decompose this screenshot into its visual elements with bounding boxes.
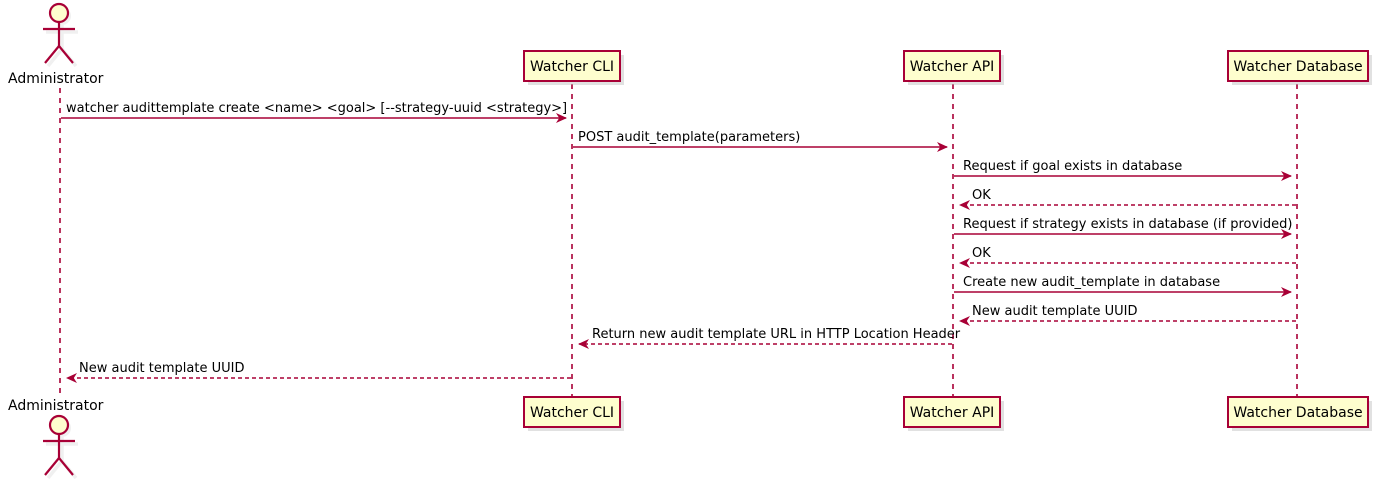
message-label: New audit template UUID — [79, 361, 244, 376]
message-label: OK — [972, 188, 991, 203]
participant-box-watcher-cli-bottom[interactable]: Watcher CLI — [523, 396, 624, 431]
message-label: Create new audit_template in database — [963, 275, 1220, 290]
participant-label-watcher-database-top: Watcher Database — [1233, 59, 1362, 75]
participant-box-rect — [1227, 50, 1369, 82]
participant-box-rect — [523, 396, 621, 428]
message-1[interactable]: watcher audittemplate create <name> <goa… — [61, 101, 567, 123]
actor-leg-right — [58, 45, 74, 64]
actor-leg-right — [58, 457, 74, 476]
participant-box-rect — [1227, 396, 1369, 428]
message-label: Request if strategy exists in database (… — [963, 217, 1292, 232]
actor-administrator-bottom[interactable]: Administrator — [8, 398, 104, 480]
participant-box-rect — [523, 50, 621, 82]
participant-box-watcher-api-top[interactable]: Watcher API — [903, 50, 1004, 85]
message-label: Return new audit template URL in HTTP Lo… — [592, 327, 961, 342]
message-label: OK — [972, 246, 991, 261]
message-2[interactable]: POST audit_template(parameters) — [573, 130, 948, 152]
participant-label-watcher-cli-top: Watcher CLI — [530, 59, 614, 75]
participant-box-watcher-database-bottom[interactable]: Watcher Database — [1227, 396, 1372, 431]
message-label: POST audit_template(parameters) — [578, 130, 800, 145]
participant-box-watcher-api-bottom[interactable]: Watcher API — [903, 396, 1004, 431]
lifelines — [59, 84, 1298, 398]
participant-box-rect — [903, 396, 1001, 428]
participant-label-watcher-cli-bottom: Watcher CLI — [530, 405, 614, 421]
participant-label-watcher-api-top: Watcher API — [910, 59, 995, 75]
message-8[interactable]: New audit template UUID — [959, 304, 1296, 326]
message-5[interactable]: Request if strategy exists in database (… — [954, 217, 1292, 239]
actor-head-icon — [48, 414, 70, 436]
participant-label-watcher-database-bottom: Watcher Database — [1233, 405, 1362, 421]
actor-head-icon — [48, 2, 70, 24]
message-label: New audit template UUID — [972, 304, 1137, 319]
actor-leg-left — [44, 457, 60, 476]
actor-administrator-top[interactable]: Administrator — [8, 2, 104, 87]
participant-box-watcher-database-top[interactable]: Watcher Database — [1227, 50, 1372, 85]
actor-label-administrator-top: Administrator — [8, 71, 104, 87]
actor-leg-left — [44, 45, 60, 64]
message-3[interactable]: Request if goal exists in database — [954, 159, 1292, 181]
message-9[interactable]: Return new audit template URL in HTTP Lo… — [578, 327, 961, 349]
message-label: Request if goal exists in database — [963, 159, 1182, 174]
message-4[interactable]: OK — [959, 188, 1296, 210]
participant-label-watcher-api-bottom: Watcher API — [910, 405, 995, 421]
message-6[interactable]: OK — [959, 246, 1296, 268]
participant-box-watcher-cli-top[interactable]: Watcher CLI — [523, 50, 624, 85]
participant-box-rect — [903, 50, 1001, 82]
actor-label-administrator-bottom: Administrator — [8, 398, 104, 414]
message-7[interactable]: Create new audit_template in database — [954, 275, 1292, 297]
message-10[interactable]: New audit template UUID — [66, 361, 571, 383]
message-label: watcher audittemplate create <name> <goa… — [66, 101, 567, 116]
